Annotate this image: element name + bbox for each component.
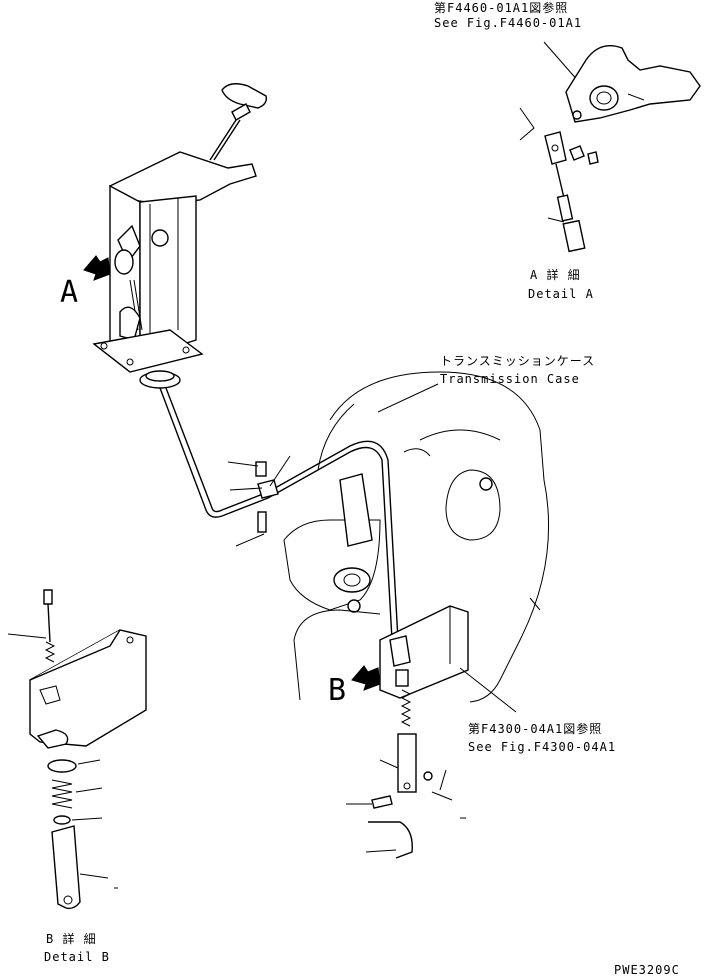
view-b-letter: B [328,673,347,708]
detail-a-illustration [519,41,701,253]
detail-b-en-label: Detail B [44,950,110,964]
detail-b-jp-label: B 詳 細 [46,932,97,946]
fig-f4460-en-label: See Fig.F4460-01A1 [434,16,583,30]
transmission-jp-label: トランスミッションケース [440,354,596,368]
detail-a-en-label: Detail A [528,287,594,301]
detail-b-illustration [7,589,147,910]
fig-f4300-en-label: See Fig.F4300-04A1 [468,740,617,754]
transmission-leader [377,383,439,413]
detail-b-linkage-lower [346,689,466,859]
view-a-letter: A [60,275,79,310]
control-cable [159,387,399,641]
fig-f4300-jp-label: 第F4300-04A1図参照 [468,722,603,736]
control-lever-assembly [83,83,268,389]
fig-f4460-jp-label: 第F4460-01A1図参照 [434,1,569,15]
transmission-en-label: Transmission Case [440,372,580,386]
transmission-case [283,371,550,713]
drawing-code: PWE3209C [614,963,680,977]
detail-a-jp-label: A 詳 細 [530,268,581,282]
